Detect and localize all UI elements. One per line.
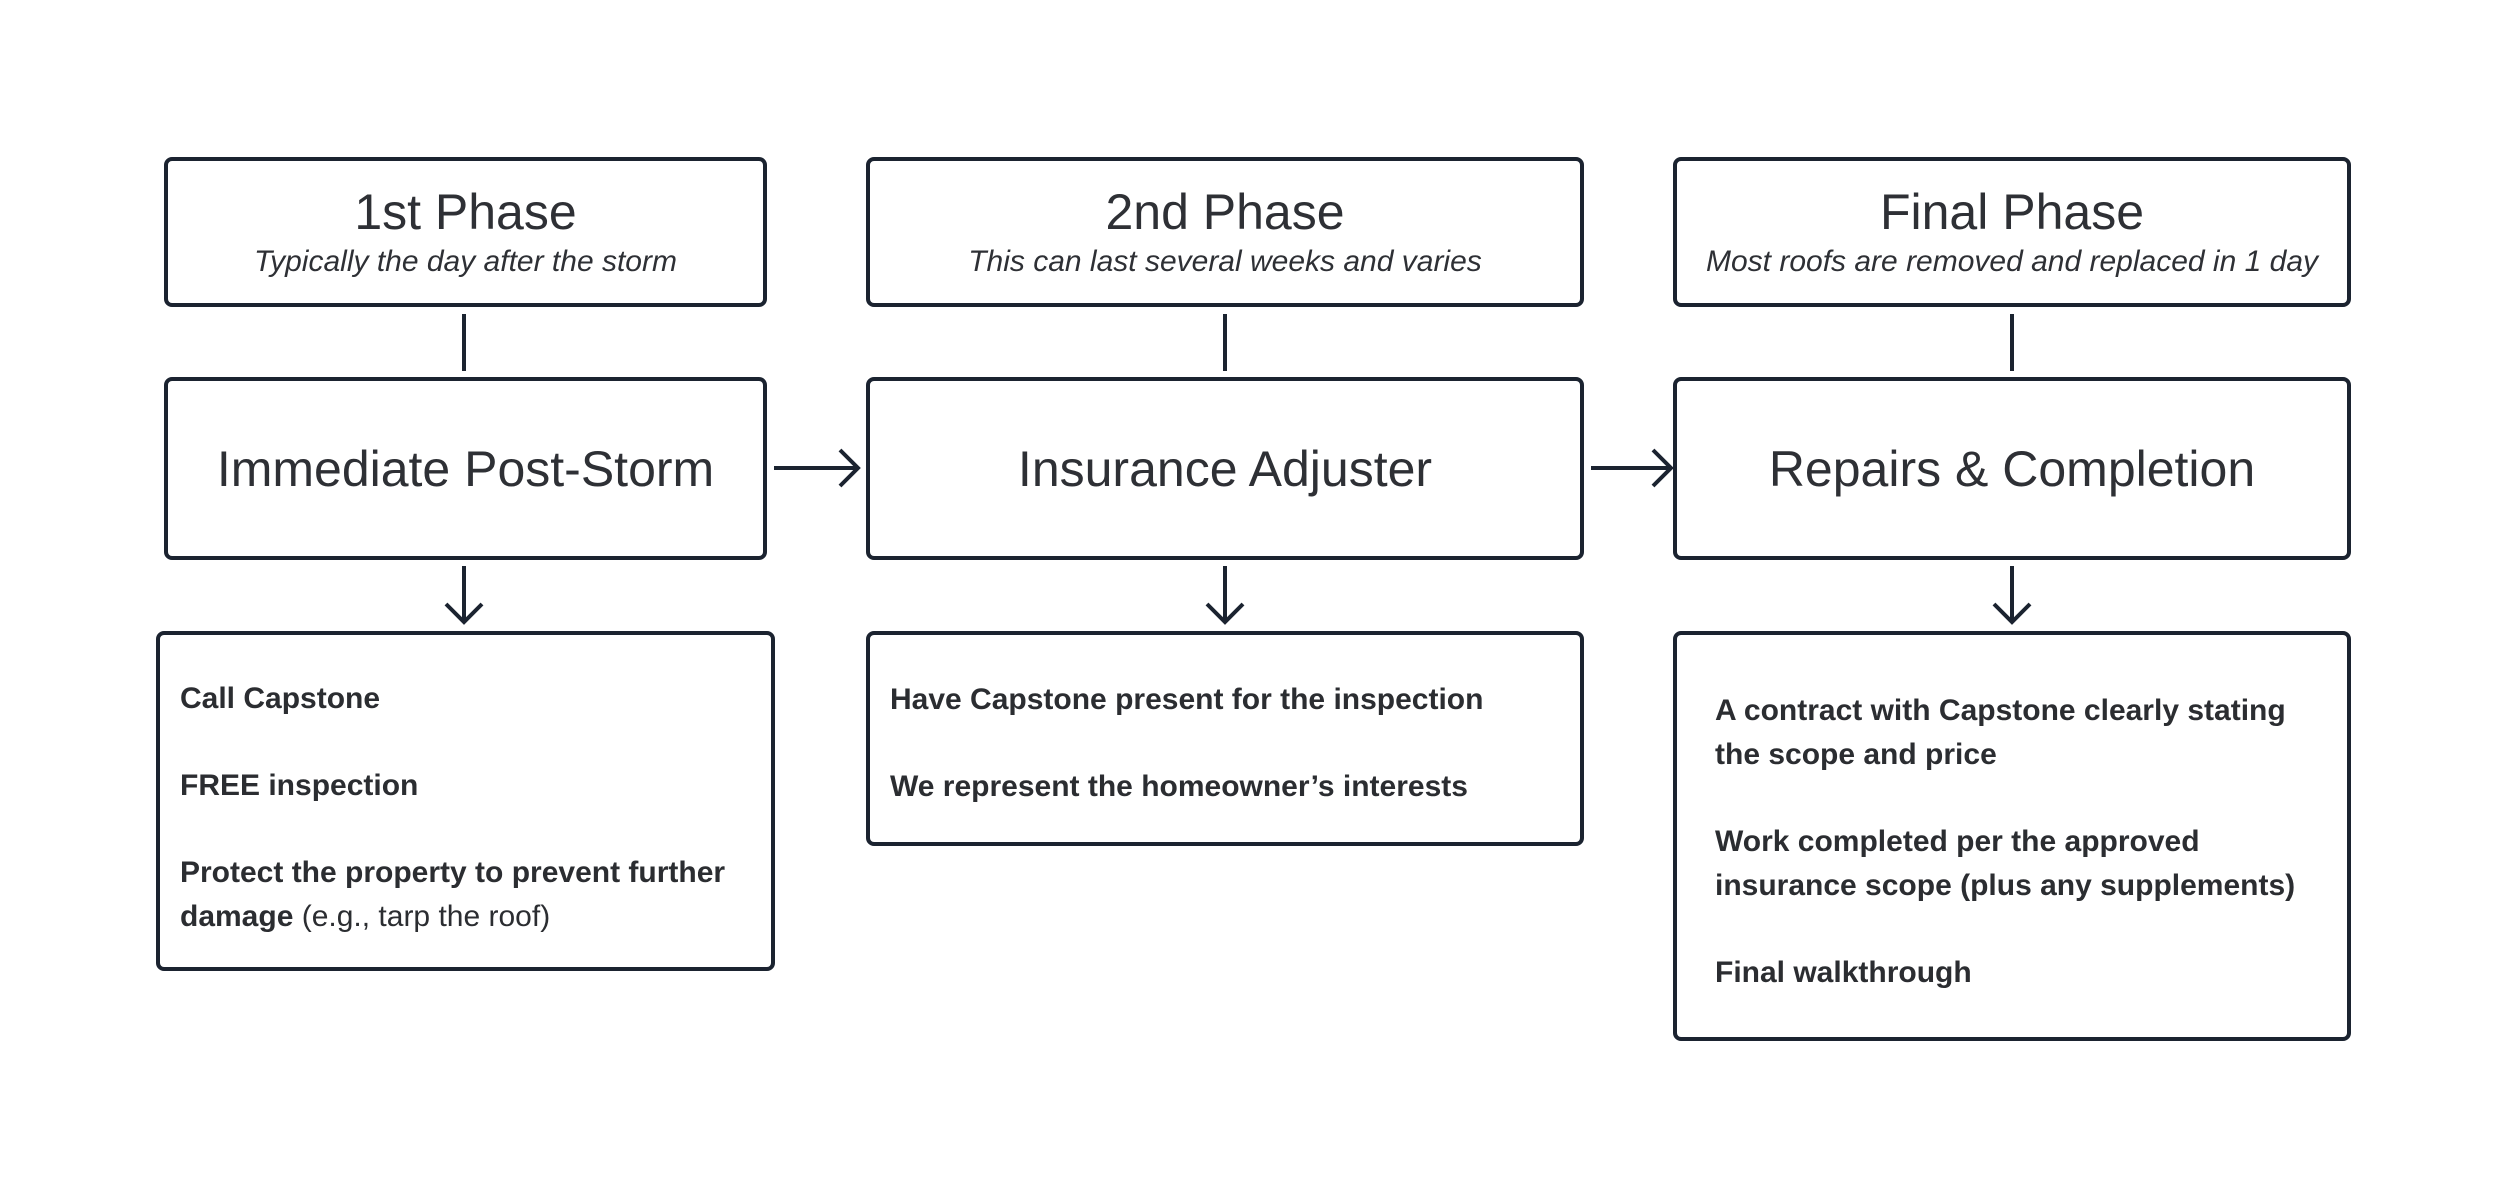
- phase-title: 1st Phase: [354, 184, 577, 240]
- detail-item: A contract with Capstone clearly stating…: [1715, 689, 2311, 777]
- phase-subtitle: Typically the day after the storm: [254, 245, 677, 278]
- stage-title: Repairs & Completion: [1768, 440, 2256, 497]
- detail-item: Work completed per the approved insuranc…: [1715, 820, 2311, 908]
- detail-normal: (e.g., tarp the roof): [293, 900, 551, 933]
- stage-title: Immediate Post-Storm: [216, 440, 715, 497]
- detail-item: We represent the homeowner’s interests: [890, 765, 1560, 809]
- detail-bold: Call Capstone: [180, 682, 381, 715]
- connector-line: [462, 314, 466, 371]
- detail-bold: Work completed per the approved insuranc…: [1715, 825, 2296, 902]
- stage-box-3: Repairs & Completion: [1673, 377, 2351, 560]
- phase-title: 2nd Phase: [1105, 184, 1345, 240]
- detail-bold: Final walkthrough: [1715, 956, 1972, 989]
- details-box-3: A contract with Capstone clearly stating…: [1673, 631, 2351, 1041]
- detail-item: Protect the property to prevent further …: [180, 851, 751, 939]
- arrow-right-icon: [1591, 448, 1674, 488]
- connector-line: [2010, 314, 2014, 371]
- phase-subtitle: Most roofs are removed and replaced in 1…: [1706, 245, 2318, 278]
- arrow-down-icon: [1992, 566, 2032, 625]
- details-box-1: Call Capstone FREE inspection Protect th…: [156, 631, 775, 971]
- detail-bold: Protect the property to prevent further …: [180, 856, 726, 933]
- detail-bold: FREE inspection: [180, 769, 419, 802]
- arrow-down-icon: [1205, 566, 1245, 625]
- arrow-right-icon: [774, 448, 861, 488]
- details-box-2: Have Capstone present for the inspection…: [866, 631, 1584, 846]
- phase-box-2: 2nd Phase This can last several weeks an…: [866, 157, 1584, 307]
- detail-item: Have Capstone present for the inspection: [890, 678, 1560, 722]
- stage-title: Insurance Adjuster: [1017, 440, 1433, 497]
- connector-line: [1223, 314, 1227, 371]
- detail-bold: A contract with Capstone clearly stating…: [1715, 694, 2286, 771]
- phase-box-3: Final Phase Most roofs are removed and r…: [1673, 157, 2351, 307]
- detail-item: Call Capstone: [180, 677, 751, 721]
- detail-bold: Have Capstone present for the inspection: [890, 683, 1484, 716]
- detail-item: Final walkthrough: [1715, 951, 2311, 995]
- phase-subtitle: This can last several weeks and varies: [968, 245, 1482, 278]
- arrow-down-icon: [444, 566, 484, 625]
- detail-item: FREE inspection: [180, 764, 751, 808]
- stage-box-2: Insurance Adjuster: [866, 377, 1584, 560]
- detail-bold: We represent the homeowner’s interests: [890, 770, 1468, 803]
- phase-box-1: 1st Phase Typically the day after the st…: [164, 157, 767, 307]
- phase-title: Final Phase: [1879, 184, 2145, 240]
- stage-box-1: Immediate Post-Storm: [164, 377, 767, 560]
